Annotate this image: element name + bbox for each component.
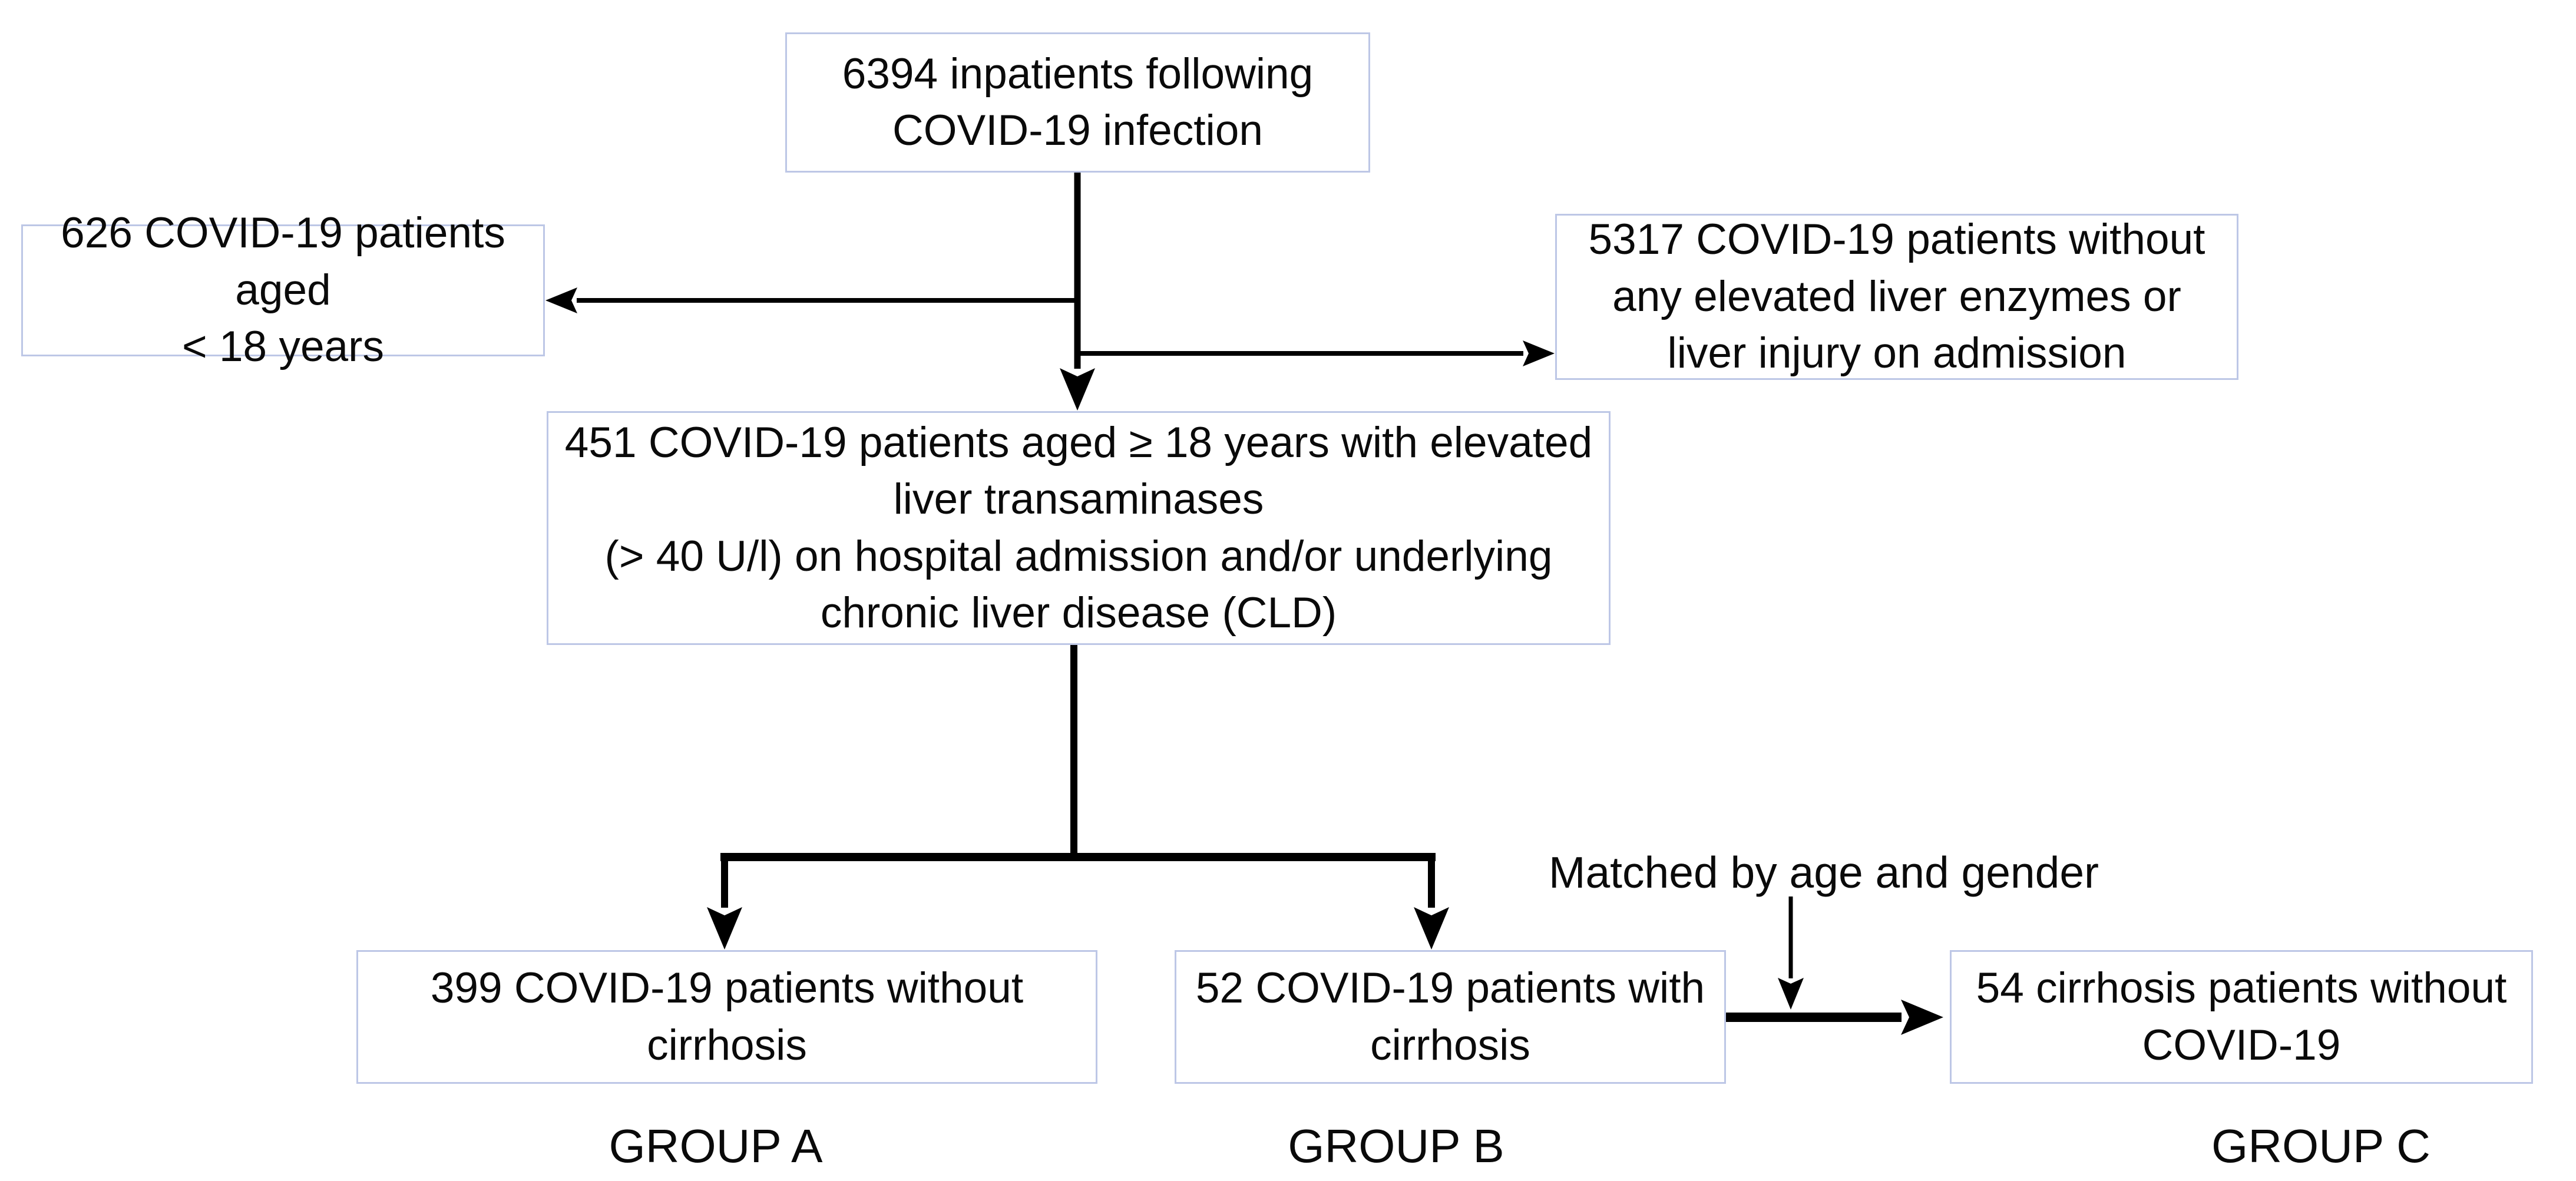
box-group-c: 54 cirrhosis patients without COVID-19 xyxy=(1950,950,2533,1084)
label-group-b: GROUP B xyxy=(1288,1120,1504,1172)
box-excluded-no-liver-injury: 5317 COVID-19 patients without any eleva… xyxy=(1555,214,2238,380)
label-group-a: GROUP A xyxy=(609,1120,823,1172)
box-group-b: 52 COVID-19 patients with cirrhosis xyxy=(1175,950,1726,1084)
box-excluded-under-18: 626 COVID-19 patients aged < 18 years xyxy=(21,209,545,370)
box-group-a: 399 COVID-19 patients without cirrhosis xyxy=(356,950,1097,1084)
box-total-inpatients: 6394 inpatients following COVID-19 infec… xyxy=(785,32,1370,173)
label-group-c: GROUP C xyxy=(2211,1120,2430,1172)
label-matched-by-age-gender: Matched by age and gender xyxy=(1549,848,2099,897)
box-included-elevated-transaminases: 451 COVID-19 patients aged ≥ 18 years wi… xyxy=(547,411,1611,645)
